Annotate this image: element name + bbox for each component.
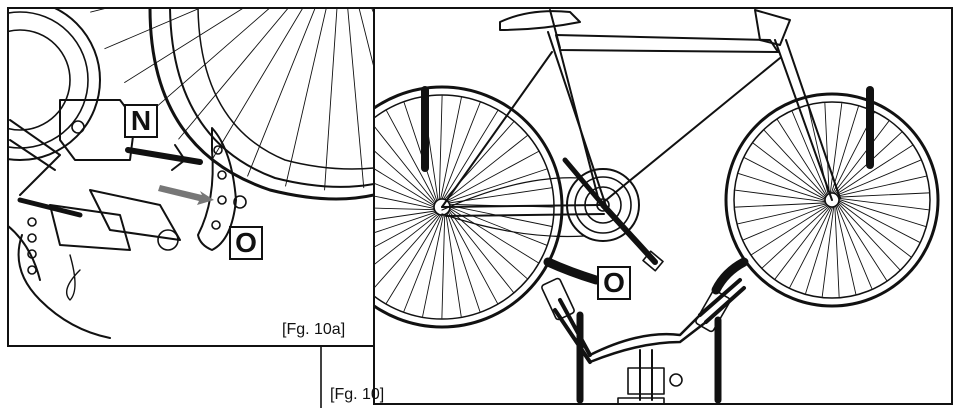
spoke — [837, 202, 901, 270]
spoke — [442, 110, 499, 200]
spoke — [441, 102, 481, 200]
spoke — [359, 0, 529, 91]
spoke — [347, 8, 365, 189]
spoke — [829, 103, 843, 194]
spoke — [374, 207, 435, 211]
main-figure — [374, 9, 940, 404]
spoke — [763, 130, 827, 198]
spoke — [836, 159, 921, 196]
spoke — [821, 206, 835, 297]
spoke — [374, 213, 439, 266]
spoke — [447, 168, 547, 203]
spoke — [374, 214, 440, 289]
spoke — [374, 182, 435, 208]
spoke — [762, 205, 830, 269]
spoke — [324, 8, 338, 191]
spoke — [403, 214, 443, 312]
spoke — [735, 189, 826, 203]
inset-crank-pedal — [8, 99, 203, 339]
spoke — [386, 110, 437, 203]
spoke — [449, 207, 539, 264]
spoke — [374, 195, 435, 209]
figure-borders — [7, 7, 953, 408]
spoke — [447, 211, 498, 304]
spoke — [124, 8, 245, 83]
spoke — [831, 106, 859, 194]
inset-chainring — [8, 8, 101, 161]
spoke — [824, 102, 830, 195]
direction-arrow — [158, 185, 214, 205]
spoke — [449, 206, 547, 246]
spoke — [385, 214, 442, 304]
crankset — [441, 157, 664, 272]
spoke — [438, 95, 443, 200]
spoke — [445, 135, 528, 201]
spoke — [446, 151, 539, 202]
front-wheel — [724, 92, 940, 308]
spoke — [837, 192, 930, 198]
spoke — [441, 214, 446, 319]
main-callout-o: O — [597, 266, 631, 300]
spoke — [285, 8, 327, 187]
inset-callout-o: O — [229, 226, 263, 260]
spoke — [403, 102, 438, 202]
spoke — [178, 8, 289, 140]
spoke — [835, 205, 857, 295]
spoke — [449, 209, 528, 279]
spoke — [374, 168, 435, 207]
spoke — [738, 173, 826, 201]
spoke — [247, 8, 316, 177]
spoke — [837, 175, 927, 197]
spoke — [734, 202, 827, 208]
spoke — [374, 125, 436, 204]
main-caption: [Fg. 10] — [330, 386, 385, 403]
spoke — [374, 210, 436, 221]
spoke — [835, 145, 913, 195]
spoke — [834, 205, 840, 298]
inset-caption: [Fg. 10a] — [282, 321, 346, 338]
spoke — [211, 8, 304, 161]
spoke — [440, 97, 462, 200]
spoke — [791, 111, 828, 196]
spoke — [833, 120, 890, 194]
spoke — [774, 206, 831, 280]
spoke — [448, 210, 514, 293]
spoke — [838, 199, 926, 227]
spoke — [777, 119, 827, 197]
spoke — [446, 212, 481, 312]
spoke — [743, 204, 828, 241]
spoke — [751, 205, 829, 255]
spoke — [744, 157, 826, 200]
spoke — [422, 214, 444, 317]
inset-figure — [8, 0, 529, 339]
spoke — [374, 212, 438, 248]
inset-frame — [7, 7, 375, 347]
spoke — [805, 206, 833, 294]
spoke — [838, 201, 912, 258]
spoke — [104, 8, 202, 50]
spoke — [836, 204, 873, 289]
inset-wheel — [90, 0, 529, 201]
rear-wheel — [374, 85, 564, 329]
spoke — [374, 211, 437, 234]
inset-callout-n: N — [124, 104, 158, 138]
spoke — [838, 200, 920, 243]
spoke — [789, 206, 832, 288]
bike-rack — [421, 86, 874, 404]
spoke — [838, 197, 929, 211]
spoke — [374, 150, 435, 205]
spoke — [837, 203, 887, 281]
spoke — [737, 203, 827, 225]
spoke — [752, 142, 826, 199]
spoke — [148, 8, 271, 114]
spoke — [445, 213, 462, 317]
